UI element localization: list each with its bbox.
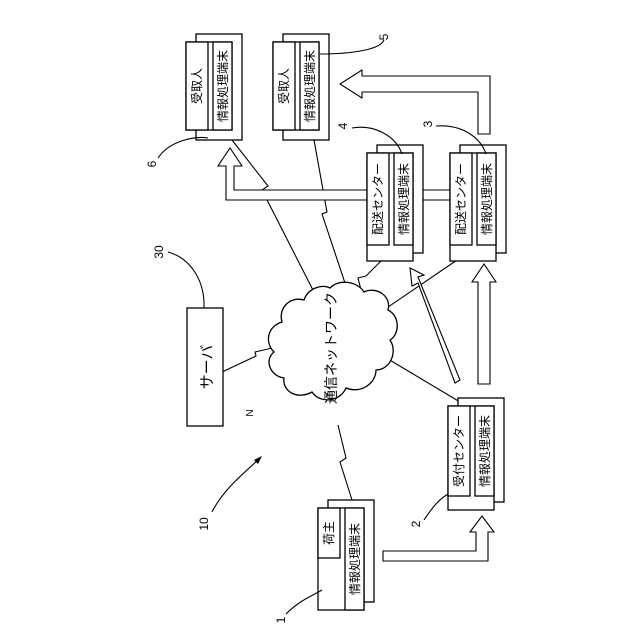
shipper-terminal-label: 情報処理端末	[348, 523, 362, 595]
flow-arrow-delivery-to-recipient-b	[218, 148, 462, 200]
recipient-b-label: 受取人	[190, 68, 204, 104]
shipper-node	[318, 500, 374, 610]
delivery-b-terminal-label: 情報処理端末	[397, 163, 411, 235]
ref-leader-shipper	[286, 590, 322, 614]
flow-arrow-reception-to-delivery-b	[410, 268, 460, 383]
network-label: 通信ネットワーク	[323, 292, 339, 404]
ref-server: 30	[152, 245, 166, 259]
delivery-a-terminal-label: 情報処理端末	[480, 163, 494, 235]
ref-recipient-b: 6	[145, 160, 159, 167]
flow-arrow-reception-to-delivery-a	[472, 264, 496, 384]
ref-leader-reception	[424, 494, 448, 520]
network-ref: N	[245, 409, 256, 416]
ref-delivery-a: 3	[421, 120, 435, 127]
server-label: サーバ	[199, 345, 216, 390]
reception-label: 受付センター	[452, 415, 466, 487]
reception-terminal-label: 情報処理端末	[478, 415, 492, 487]
delivery-a-label: 配送センター	[453, 163, 468, 235]
delivery-b-label: 配送センター	[370, 163, 385, 235]
shipper-label: 荷主	[322, 521, 336, 545]
link-shipper-network	[338, 425, 352, 500]
ref-system: 10	[197, 517, 211, 531]
link-recipient-a-network	[314, 140, 348, 292]
flow-arrow-delivery-to-recipient-a-main	[340, 70, 490, 134]
ref-leader-system	[212, 460, 258, 512]
ref-delivery-b: 4	[336, 122, 350, 129]
ref-reception: 2	[409, 520, 423, 527]
recipient-b-terminal-label: 情報処理端末	[216, 50, 230, 122]
ref-leader-server	[168, 252, 204, 308]
recipient-a-terminal-label: 情報処理端末	[303, 50, 317, 122]
ref-shipper: 1	[274, 616, 288, 623]
ref-recipient-a: 5	[377, 33, 391, 40]
link-recipient-b-network	[232, 140, 316, 296]
flow-arrow-shipper-to-reception	[383, 516, 494, 561]
recipient-a-label: 受取人	[277, 68, 291, 104]
